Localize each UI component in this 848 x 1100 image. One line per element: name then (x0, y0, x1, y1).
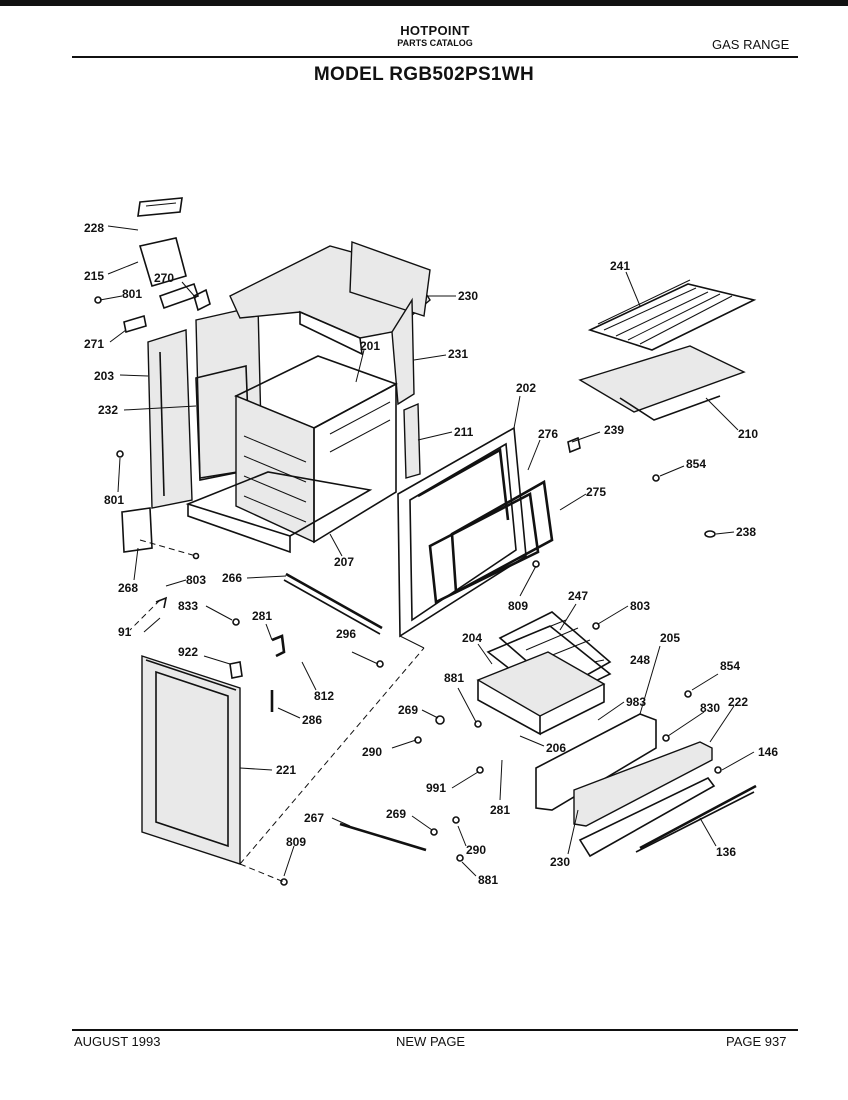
callout-286: 286 (302, 713, 322, 727)
callout-211: 211 (454, 425, 474, 439)
header-rule (72, 56, 798, 58)
callout-922: 922 (178, 645, 198, 659)
callout-270: 270 (154, 271, 174, 285)
callout-268: 268 (118, 581, 138, 595)
callout-801-side: 801 (104, 493, 124, 507)
callout-204: 204 (462, 631, 482, 645)
footer-rule (72, 1029, 798, 1031)
callout-146: 146 (758, 745, 778, 759)
callout-228: 228 (84, 221, 104, 235)
callout-266: 266 (222, 571, 242, 585)
callout-281-left: 281 (252, 609, 272, 623)
footer-status: NEW PAGE (396, 1034, 466, 1049)
callout-239: 239 (604, 423, 624, 437)
callout-809-door: 809 (286, 835, 306, 849)
callout-232: 232 (98, 403, 118, 417)
oven-rack-group (567, 279, 757, 538)
callout-247: 247 (568, 589, 588, 603)
callout-248: 248 (630, 653, 650, 667)
callout-labels: 228 215 270 801 271 203 232 801 268 803 … (84, 221, 778, 887)
callout-809-frame: 809 (508, 599, 528, 613)
callout-201: 201 (360, 339, 380, 353)
leader-lines (99, 225, 755, 877)
callout-276: 276 (538, 427, 558, 441)
callout-983: 983 (626, 695, 646, 709)
callout-269-lower: 269 (386, 807, 406, 821)
callout-991: 991 (426, 781, 446, 795)
callout-267: 267 (304, 811, 324, 825)
oven-liner-group (185, 355, 421, 635)
callout-271: 271 (84, 337, 104, 351)
catalog-subtitle: PARTS CATALOG (397, 38, 473, 48)
callout-215: 215 (84, 269, 104, 283)
callout-230-top: 230 (458, 289, 478, 303)
callout-210: 210 (738, 427, 758, 441)
callout-221: 221 (276, 763, 296, 777)
top-border (0, 0, 848, 6)
product-category: GAS RANGE (712, 37, 790, 52)
callout-205: 205 (660, 631, 680, 645)
model-title: MODEL RGB502PS1WH (313, 64, 535, 85)
callout-238: 238 (736, 525, 756, 539)
callout-803-right: 803 (630, 599, 650, 613)
callout-290-lower: 290 (466, 843, 486, 857)
callout-241: 241 (610, 259, 630, 273)
callout-296: 296 (336, 627, 356, 641)
callout-231: 231 (448, 347, 468, 361)
callout-830: 830 (700, 701, 720, 715)
broiler-drawer-group (476, 611, 757, 858)
oven-door-group (129, 596, 427, 886)
callout-206: 206 (546, 741, 566, 755)
footer-date: AUGUST 1993 (74, 1034, 161, 1049)
callout-203: 203 (94, 369, 114, 383)
cooktop-top-group (229, 241, 431, 406)
callout-230-lower: 230 (550, 855, 570, 869)
callout-290-mid: 290 (362, 745, 382, 759)
callout-854-right: 854 (686, 457, 706, 471)
callout-222: 222 (728, 695, 748, 709)
callout-803-left: 803 (186, 573, 206, 587)
callout-881-mid: 881 (444, 671, 464, 685)
footer-page-number: PAGE 937 (726, 1034, 787, 1049)
callout-202: 202 (516, 381, 536, 395)
catalog-brand: HOTPOINT PARTS CATALOG (380, 23, 490, 49)
callout-281-right: 281 (490, 803, 510, 817)
front-frame-group (397, 426, 554, 649)
callout-854-lower: 854 (720, 659, 740, 673)
callout-812: 812 (314, 689, 334, 703)
callout-833: 833 (178, 599, 198, 613)
callout-207: 207 (334, 555, 354, 569)
callout-801-top: 801 (122, 287, 142, 301)
callout-91: 91 (118, 625, 132, 639)
callout-269-mid: 269 (398, 703, 418, 717)
callout-275: 275 (586, 485, 606, 499)
callout-136: 136 (716, 845, 736, 859)
callout-881-lower: 881 (478, 873, 498, 887)
brand-name: HOTPOINT (400, 23, 470, 38)
